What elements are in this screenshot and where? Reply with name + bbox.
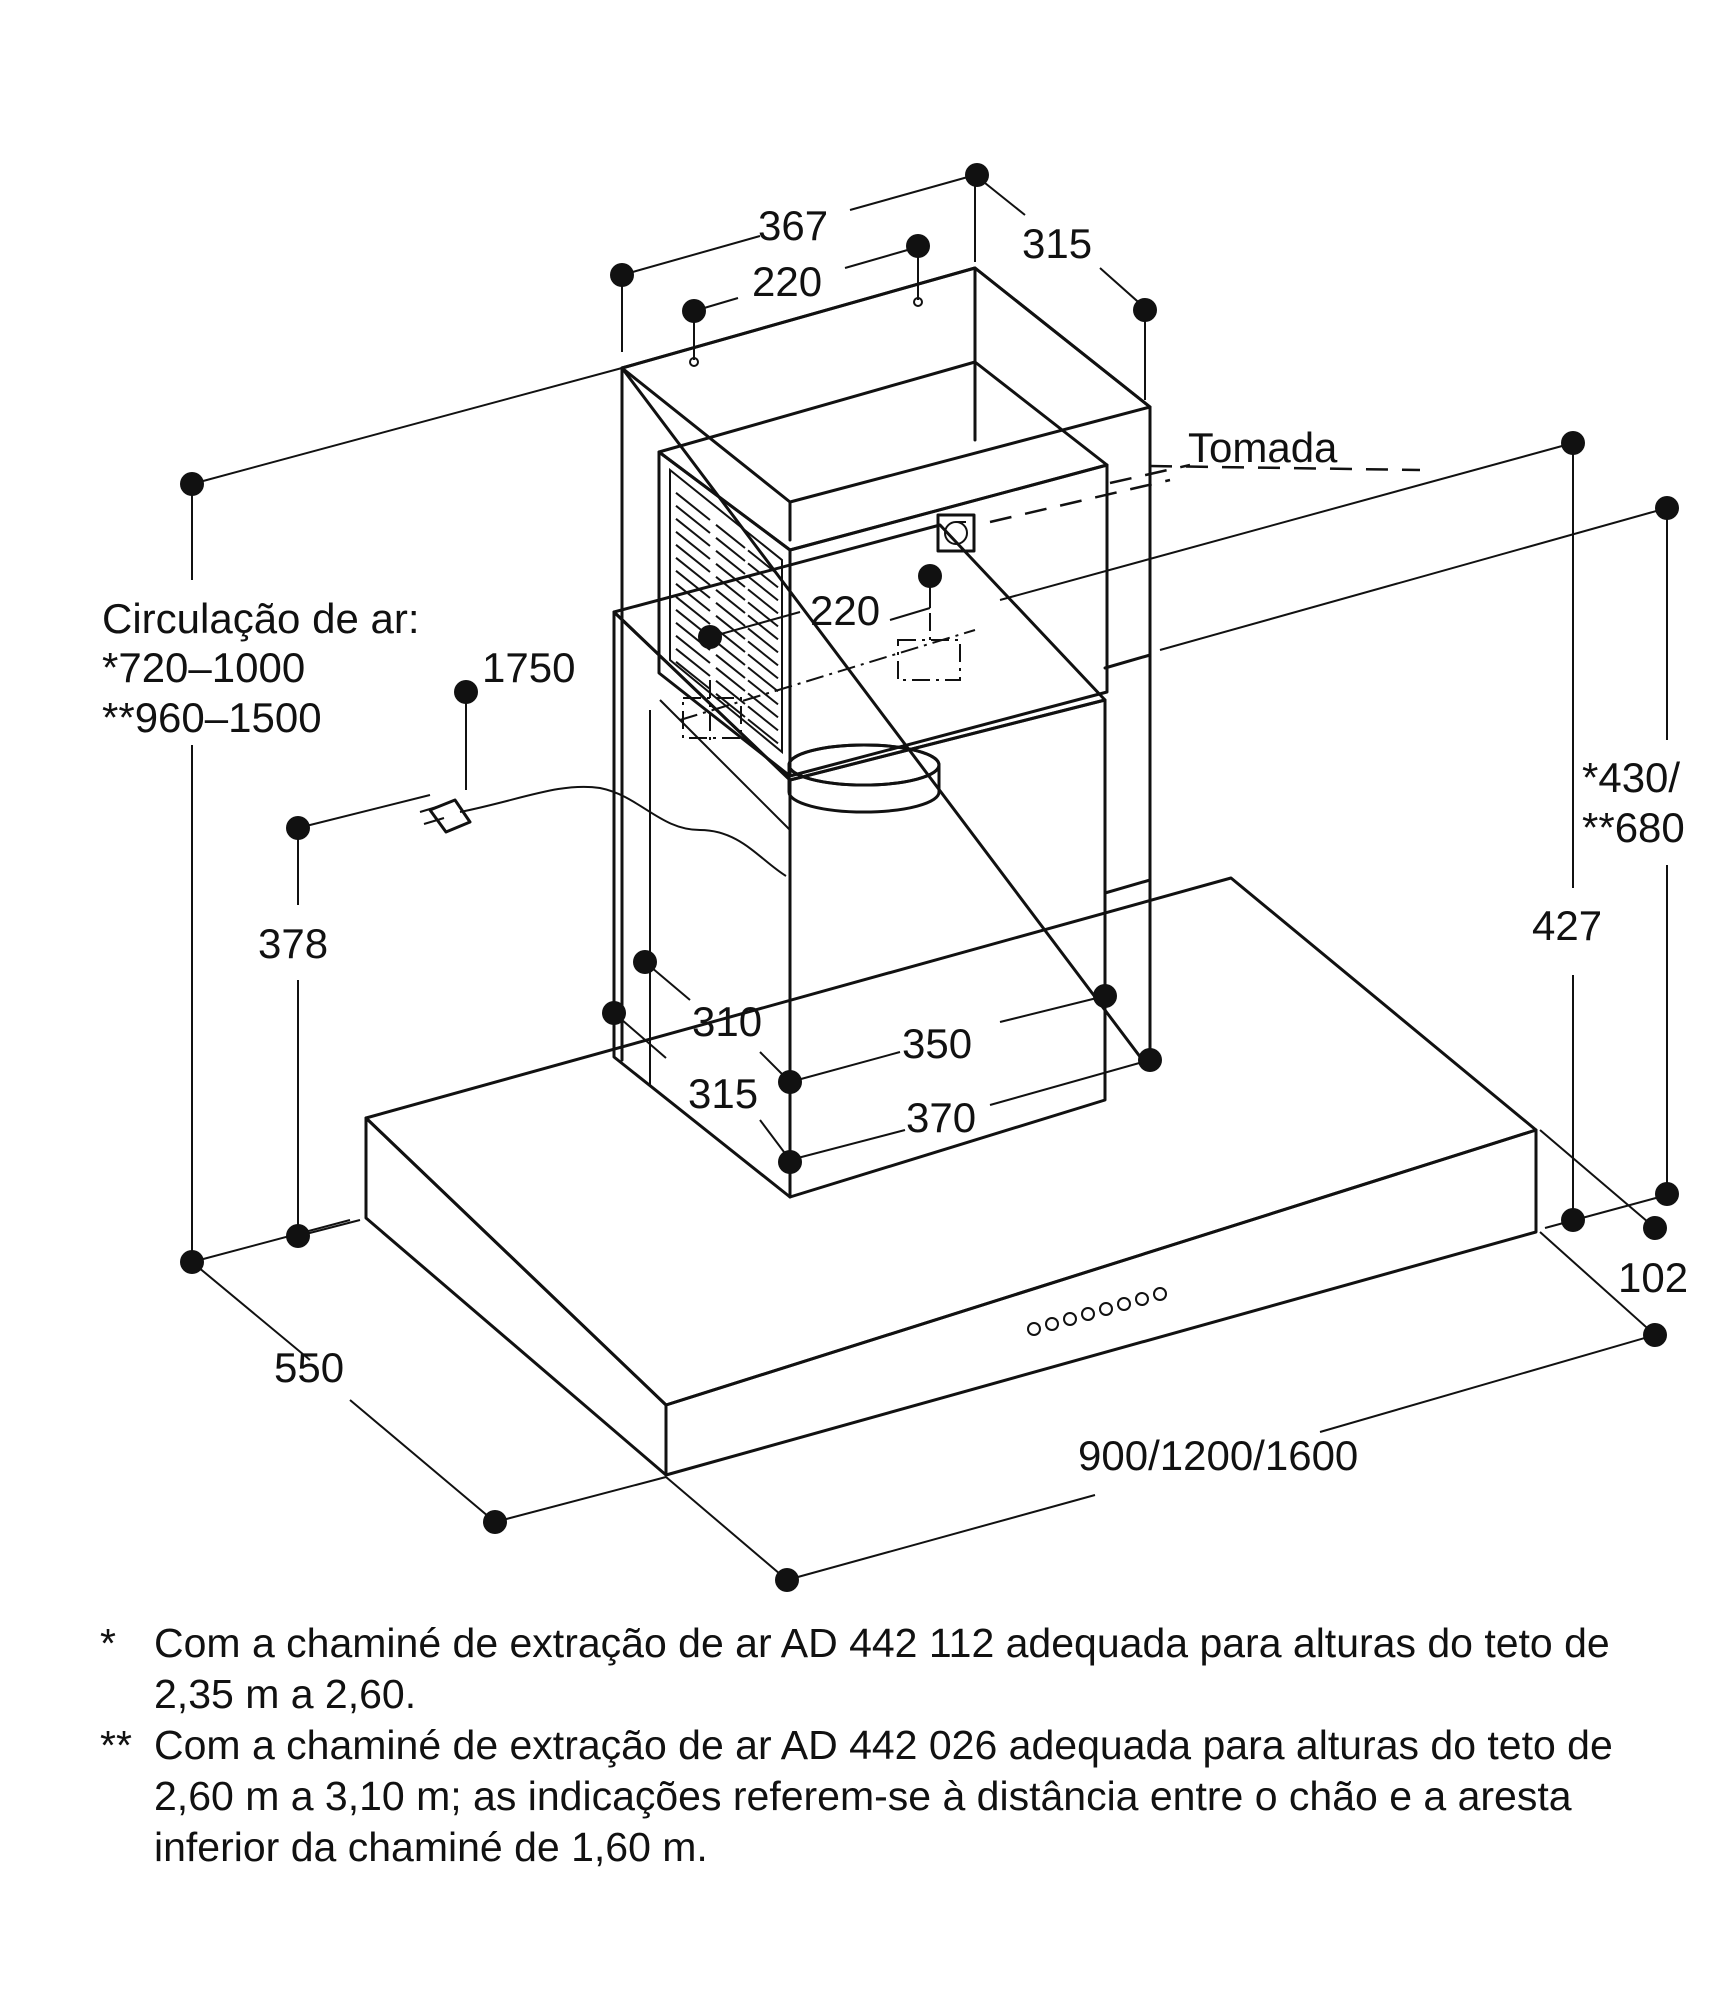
label-circulacao-title: Circulação de ar: [102,595,419,642]
grille-slit [747,718,779,745]
label-315-top: 315 [1022,220,1092,267]
grille-slit [715,615,746,640]
footnote-1-mark: * [100,1620,116,1666]
footnote-2-text: Com a chaminé de extração de ar AD 442 0… [154,1722,1613,1870]
grille-slit [715,667,746,692]
grille-slit [747,627,779,654]
upper-chimney [620,266,1152,1072]
grille-slit [747,588,779,615]
socket-icon [936,513,976,553]
dimension-dots [180,163,1679,1592]
label-1750: 1750 [482,644,575,691]
filter-module [657,360,1109,778]
grille-slit [747,653,779,680]
grille-slit [715,563,746,588]
label-310: 310 [692,998,762,1045]
grille-slit [675,648,711,677]
label-220-mid: 220 [810,587,880,634]
grille-slit [747,549,779,576]
grille-slit [675,492,711,521]
filter-grille [675,492,779,745]
label-430: *430/ [1582,754,1680,801]
grille-slit [675,518,711,547]
grille-slit [675,596,711,625]
label-220-top: 220 [752,258,822,305]
footnote-1: * Com a chaminé de extração de ar AD 442… [100,1618,1660,1720]
control-buttons [1027,1287,1167,1336]
grille-slit [675,557,711,586]
grille-slit [675,544,711,573]
grille-slit [747,705,779,732]
grille-slit [715,589,746,614]
grille-slit [715,576,746,601]
grille-slit [747,614,779,641]
label-102: 102 [1618,1254,1688,1301]
footnotes: * Com a chaminé de extração de ar AD 442… [100,1618,1660,1873]
label-378: 378 [258,920,328,967]
label-900-1200-1600: 900/1200/1600 [1078,1432,1358,1479]
dimension-lines [191,174,1668,1581]
label-370: 370 [906,1094,976,1141]
grille-slit [715,641,746,666]
grille-slit [675,661,711,690]
label-tomada: Tomada [1188,424,1338,471]
label-315-low: 315 [688,1070,758,1117]
grille-slit [675,505,711,534]
grille-slit [747,601,779,628]
grille-slit [675,570,711,599]
label-367: 367 [758,202,828,249]
grille-slit [715,654,746,679]
label-550: 550 [274,1344,344,1391]
grille-slit [715,537,746,562]
grille-slit [747,575,779,602]
label-427: 427 [1532,902,1602,949]
grille-slit [747,562,779,589]
grille-slit [715,550,746,575]
grille-slit [715,602,746,627]
grille-slit [715,524,746,549]
dimension-labels: 367 220 315 Tomada Circulação de ar: *72… [102,202,1688,1479]
grille-slit [747,640,779,667]
footnote-1-text: Com a chaminé de extração de ar AD 442 1… [154,1620,1610,1717]
grille-slit [747,666,779,693]
label-350: 350 [902,1020,972,1067]
label-circulacao-a: *720–1000 [102,644,305,691]
footnote-2-mark: ** [100,1722,132,1768]
grille-slit [675,635,711,664]
label-680: **680 [1582,804,1685,851]
power-cord [419,785,787,877]
grille-slit [675,583,711,612]
label-circulacao-b: **960–1500 [102,694,322,741]
grille-slit [747,679,779,706]
grille-slit [675,531,711,560]
hood-canopy [364,876,1538,1477]
grille-slit [715,680,746,705]
footnote-2: ** Com a chaminé de extração de ar AD 44… [100,1720,1660,1873]
